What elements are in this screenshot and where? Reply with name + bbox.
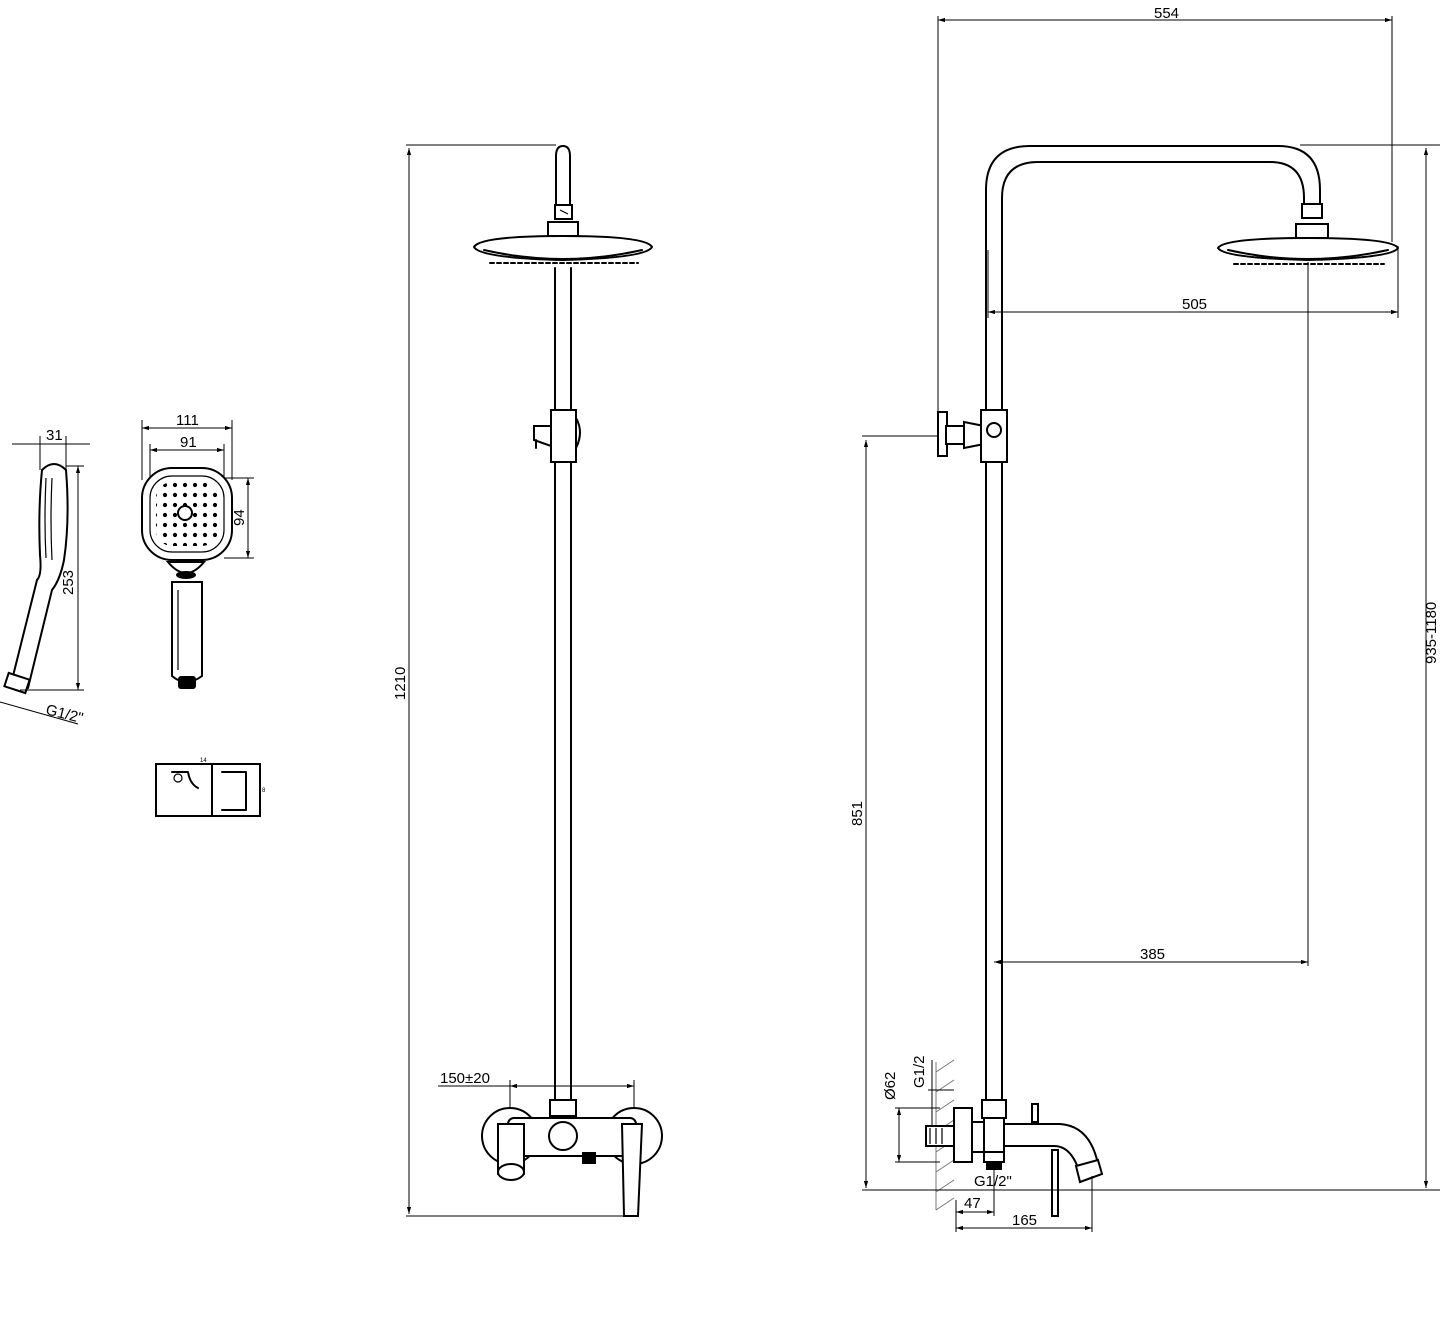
label-outer-width: 111	[176, 412, 199, 429]
label-depth: 31	[46, 427, 63, 444]
label-thread: G1/2"	[44, 701, 85, 727]
label-height-range: 935-1180	[1423, 602, 1440, 664]
label-outlet-thread: G1/2"	[974, 1173, 1012, 1190]
label-face-height: 94	[231, 509, 248, 526]
label-inlet-thread: G1/2	[911, 1055, 928, 1088]
side-view: 554 505 935-1180 851 385	[849, 5, 1440, 1232]
label-inlet-distance: 150±20	[440, 1070, 490, 1087]
label-head-to-riser: 385	[1140, 946, 1165, 963]
label-total-height: 1210	[392, 667, 409, 700]
label-spout-reach: 165	[1012, 1212, 1037, 1229]
label-inlet-diameter: Ø62	[882, 1072, 899, 1100]
handshower-front-view: 111 91 94	[141, 412, 254, 689]
label-bracket-width: 14	[200, 758, 207, 764]
label-wall-offset: 47	[964, 1195, 981, 1212]
label-length: 253	[60, 570, 77, 595]
label-total-projection: 554	[1154, 5, 1179, 22]
slider-bracket: 14 8	[155, 758, 266, 817]
label-bracket-height: 8	[262, 788, 266, 794]
label-bracket-height: 851	[849, 801, 866, 826]
handshower-side-view: 31 253 G1/2"	[0, 427, 90, 727]
label-face-width: 91	[180, 434, 197, 451]
front-view: 1210 150±20	[392, 144, 663, 1217]
label-arm-reach: 505	[1182, 296, 1207, 313]
